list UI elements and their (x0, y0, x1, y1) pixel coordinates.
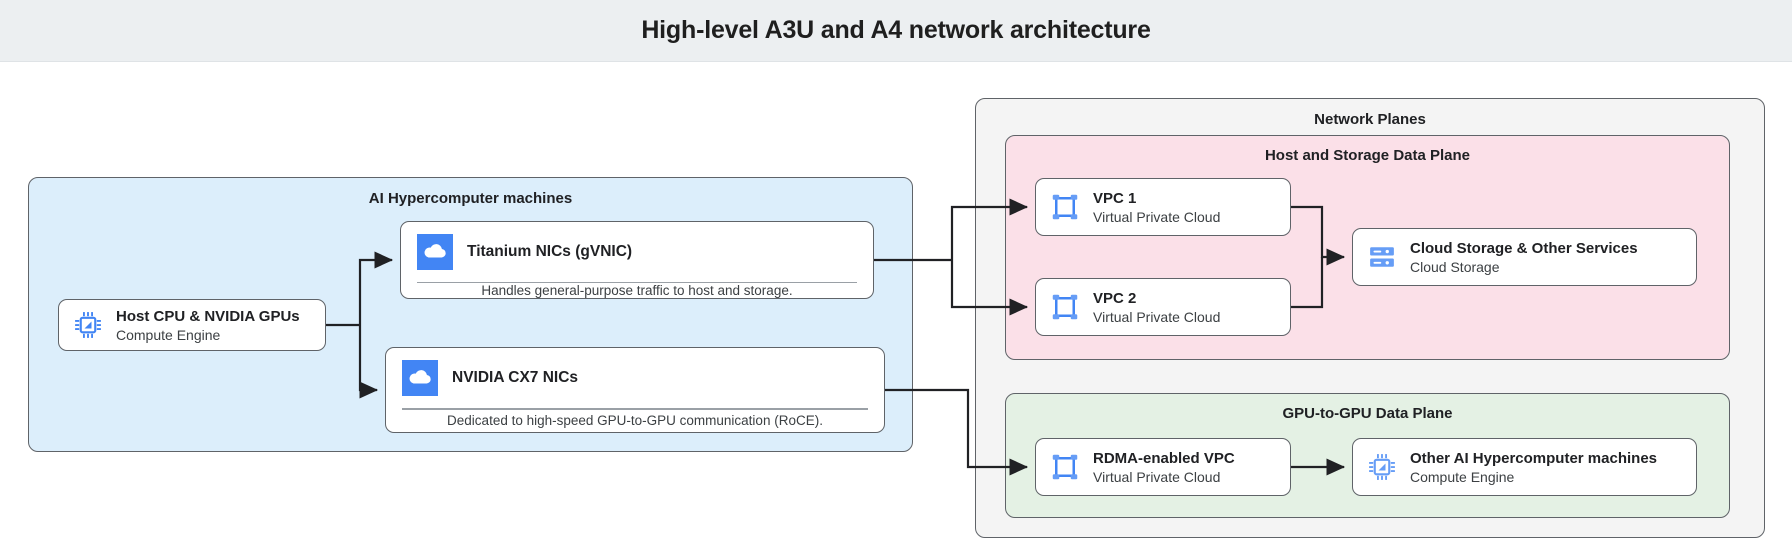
node-vpc-2[interactable]: VPC 2 Virtual Private Cloud (1035, 278, 1291, 336)
cloud-icon (402, 360, 438, 396)
node-cloud-storage[interactable]: Cloud Storage & Other Services Cloud Sto… (1352, 228, 1697, 286)
vpc-icon (1052, 294, 1078, 320)
group-title-gpu-plane: GPU-to-GPU Data Plane (1282, 405, 1453, 422)
node-rdma-enabled-vpc[interactable]: RDMA-enabled VPC Virtual Private Cloud (1035, 438, 1291, 496)
storage-icon (1370, 247, 1394, 267)
node-subtitle: Virtual Private Cloud (1093, 468, 1221, 485)
divider (402, 408, 868, 410)
page-title: High-level A3U and A4 network architectu… (641, 16, 1151, 44)
node-vpc-1[interactable]: VPC 1 Virtual Private Cloud (1035, 178, 1291, 236)
node-title: VPC 2 (1093, 289, 1137, 307)
node-title: RDMA-enabled VPC (1093, 449, 1235, 467)
group-title-planes: Network Planes (1314, 111, 1426, 128)
node-subtitle: Virtual Private Cloud (1093, 308, 1221, 325)
node-title: NVIDIA CX7 NICs (452, 369, 579, 386)
chip-icon (1369, 454, 1395, 480)
node-other-ai-hypercomputer-machines[interactable]: Other AI Hypercomputer machines Compute … (1352, 438, 1697, 496)
node-title: Titanium NICs (gVNIC) (467, 243, 633, 260)
group-title-machines: AI Hypercomputer machines (368, 190, 573, 207)
group-title-host-storage: Host and Storage Data Plane (1264, 147, 1471, 164)
divider (417, 282, 857, 283)
node-title: VPC 1 (1093, 189, 1137, 207)
cloud-icon (417, 234, 453, 270)
vpc-icon (1052, 194, 1078, 220)
node-note: Dedicated to high-speed GPU-to-GPU commu… (447, 413, 823, 429)
node-title: Other AI Hypercomputer machines (1410, 449, 1658, 467)
node-nvidia-cx7-nics[interactable]: NVIDIA CX7 NICs Dedicated to high-speed … (385, 347, 885, 433)
node-host-cpu-gpus[interactable]: Host CPU & NVIDIA GPUs Compute Engine (58, 299, 326, 351)
node-subtitle: Cloud Storage (1410, 258, 1500, 275)
node-title: Host CPU & NVIDIA GPUs (116, 307, 300, 325)
node-subtitle: Virtual Private Cloud (1093, 208, 1221, 225)
node-subtitle: Compute Engine (116, 326, 221, 343)
node-note: Handles general-purpose traffic to host … (481, 283, 793, 298)
vpc-icon (1052, 454, 1078, 480)
node-titanium-nics[interactable]: Titanium NICs (gVNIC) Handles general-pu… (400, 221, 874, 299)
node-title: Cloud Storage & Other Services (1410, 239, 1638, 257)
node-subtitle: Compute Engine (1410, 468, 1515, 485)
chip-icon (75, 312, 101, 338)
header-bar: High-level A3U and A4 network architectu… (0, 0, 1792, 62)
